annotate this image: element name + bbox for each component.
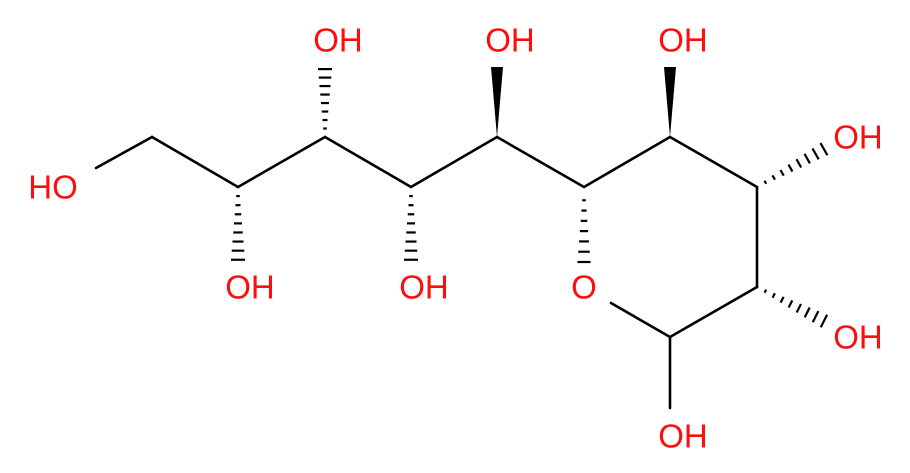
oh-ring-right-upper-label: OH (833, 119, 883, 156)
atom-labels: HO OH OH OH OH OH OH OH OH O (28, 22, 883, 455)
hash-c1-oh-dash (779, 169, 785, 177)
hash-c1-oh-dash (803, 153, 811, 164)
hash-c1-oh-dash (771, 174, 776, 181)
bond-c7-c6 (236, 135, 327, 189)
hash-c0-oh-dash (803, 307, 811, 318)
wedge-c4-oh (491, 67, 503, 137)
bond-c4-c3 (495, 135, 586, 189)
oh-anomeric-label: OH (658, 418, 708, 455)
hash-c1-oh-dash (811, 147, 820, 160)
wedge-c2-oh (664, 67, 676, 137)
bond-c0-canom (668, 285, 759, 339)
oh-c5-label: OH (399, 269, 449, 306)
wedge-bonds (491, 67, 676, 137)
hash-c1-oh-dash (763, 180, 768, 185)
bond-c3-c2 (582, 135, 672, 189)
hash-c0-oh-dash (763, 289, 768, 294)
hash-c1-oh (763, 142, 829, 185)
ring-oxygen-label: O (571, 269, 597, 306)
hash-c0-oh-dash (819, 314, 829, 328)
hash-c3-ring-o (577, 199, 591, 264)
hash-c6-oh (318, 67, 332, 130)
hash-c0-oh-dash (795, 303, 802, 313)
hash-c5-oh (404, 194, 418, 261)
bond-c6-c5 (323, 135, 413, 189)
hash-c0-oh-dash (787, 299, 794, 309)
oh-ring-top-label: OH (658, 22, 708, 59)
hash-c1-oh-dash (795, 158, 803, 169)
oh-ring-right-lower-label: OH (833, 319, 883, 356)
hash-c0-oh-dash (811, 310, 820, 323)
bond-c8-c7 (150, 135, 240, 189)
oh-c7-label: OH (225, 269, 275, 306)
hash-c0-oh (763, 289, 829, 328)
hash-c0-oh-dash (779, 296, 785, 304)
hash-c1-oh-dash (819, 142, 829, 156)
oh-c6-label: OH (313, 22, 363, 59)
hashed-bonds (231, 67, 829, 328)
oh-terminal-label: HO (28, 169, 78, 206)
hash-c1-oh-dash (787, 164, 794, 173)
single-bonds (94, 135, 759, 410)
bond-ho-c8 (94, 135, 154, 170)
bond-c5-c4 (409, 135, 499, 189)
bond-canom-ringo (609, 301, 672, 339)
hash-c0-oh-dash (771, 292, 776, 299)
oh-c4-label: OH (485, 22, 535, 59)
hash-c7-oh (231, 194, 245, 261)
bond-c2-c1 (668, 135, 759, 189)
